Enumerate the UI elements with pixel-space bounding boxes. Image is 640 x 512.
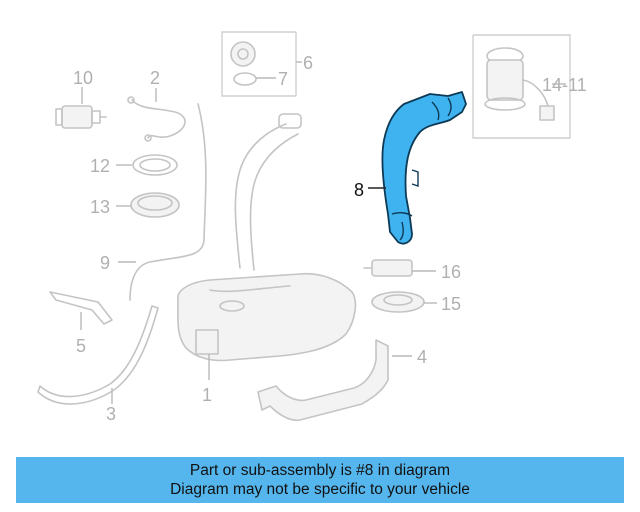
banner-line-1: Part or sub-assembly is #8 in diagram	[189, 462, 451, 479]
callout-5: 5	[76, 336, 86, 356]
part-12-lock-ring	[116, 154, 178, 176]
part-1-fuel-tank	[177, 113, 357, 380]
part-15-flange	[371, 291, 437, 313]
callout-2: 2	[150, 68, 160, 88]
callout-12: 12	[90, 156, 110, 176]
part-11-14-box	[472, 34, 571, 139]
callout-13: 13	[90, 197, 110, 217]
callout-7: 7	[278, 69, 288, 89]
callout-1: 1	[202, 385, 212, 405]
part-16-sensor	[363, 259, 436, 277]
part-3-tank-strap	[37, 305, 159, 405]
banner-line-2: Diagram may not be specific to your vehi…	[170, 481, 470, 498]
callout-16: 16	[441, 262, 461, 282]
part-6-7-box	[221, 31, 302, 97]
callout-15: 15	[441, 294, 461, 314]
callout-10: 10	[73, 68, 93, 88]
part-13-seal	[116, 192, 180, 218]
part-5-bracket	[49, 291, 113, 330]
callout-3: 3	[106, 404, 116, 424]
part-8-filler-neck	[368, 91, 467, 245]
callout-14-11: 14-11	[542, 75, 587, 95]
callout-9: 9	[100, 253, 110, 273]
part-2-sensor-wire	[127, 88, 186, 142]
part-4-heat-shield	[257, 339, 412, 422]
callout-6: 6	[303, 53, 313, 73]
callout-8: 8	[354, 180, 364, 200]
part-10-fuel-filter	[55, 87, 107, 129]
info-banner: Part or sub-assembly is #8 in diagram Di…	[16, 457, 624, 503]
part-9-vent-line	[118, 103, 207, 301]
callout-4: 4	[417, 347, 427, 367]
